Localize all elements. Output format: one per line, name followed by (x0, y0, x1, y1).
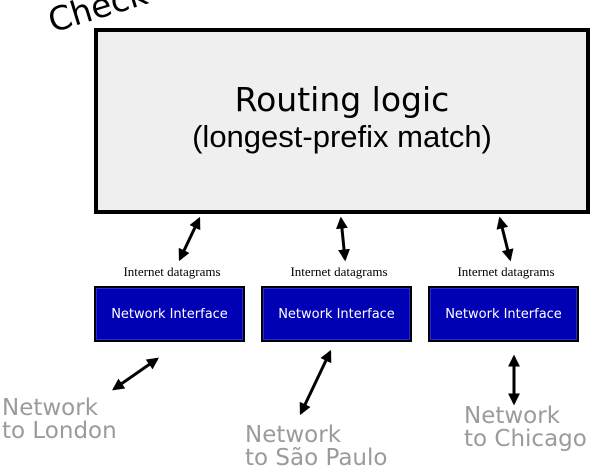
arrow-router-interface-1 (178, 216, 201, 262)
arrow-interface-london (112, 357, 159, 391)
network-interface-2: Network Interface (261, 286, 412, 342)
network-interface-1: Network Interface (94, 286, 245, 342)
network-interface-3-label: Network Interface (445, 306, 562, 322)
network-saopaulo-line2: to São Paulo (245, 445, 388, 471)
arrow-router-interface-3 (496, 216, 514, 262)
arrow-interface-saopaulo (299, 349, 332, 416)
network-interface-2-label: Network Interface (278, 306, 395, 322)
network-chicago-line2: to Chicago (464, 426, 587, 452)
network-interface-3: Network Interface (428, 286, 579, 342)
network-chicago-line1: Network (464, 403, 561, 429)
network-london-label: Network to London (2, 397, 117, 443)
datagram-label-3: Internet datagrams (457, 264, 555, 279)
network-london-line2: to London (2, 418, 117, 444)
arrow-router-interface-2 (335, 216, 351, 262)
routing-logic-box: Routing logic (longest-prefix match) (94, 28, 590, 214)
network-chicago-label: Network to Chicago (464, 405, 587, 451)
router-title: Routing logic (234, 80, 450, 119)
network-saopaulo-line1: Network (245, 422, 342, 448)
network-interface-1-label: Network Interface (111, 306, 228, 322)
router-subtitle: (longest-prefix match) (192, 119, 492, 154)
network-london-line1: Network (2, 395, 99, 421)
datagram-label-1: Internet datagrams (123, 264, 221, 279)
datagram-label-2: Internet datagrams (290, 264, 388, 279)
network-saopaulo-label: Network to São Paulo (245, 424, 387, 470)
